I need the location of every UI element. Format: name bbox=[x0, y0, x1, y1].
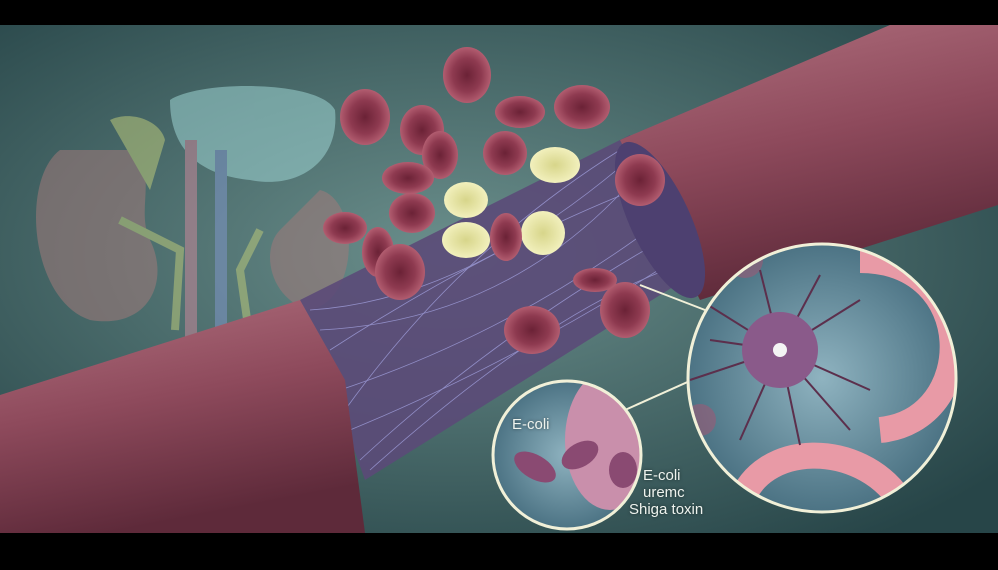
left-kidney bbox=[36, 150, 158, 322]
red-blood-cell bbox=[600, 282, 650, 338]
connector-line bbox=[624, 379, 693, 411]
red-blood-cell bbox=[443, 47, 491, 103]
platelet bbox=[521, 211, 565, 255]
red-blood-cell bbox=[483, 131, 527, 175]
red-blood-cell bbox=[422, 131, 458, 179]
pancreas bbox=[170, 86, 336, 182]
vessel-open-lumen bbox=[300, 135, 700, 480]
caption-ecoli: E-coli bbox=[643, 467, 681, 484]
red-blood-cell bbox=[495, 96, 545, 128]
red-blood-cell bbox=[615, 154, 665, 206]
connector-line bbox=[639, 284, 706, 311]
e-coli-bacterium bbox=[514, 451, 556, 483]
platelet bbox=[530, 147, 580, 183]
red-blood-cell bbox=[382, 162, 434, 194]
red-blood-cell bbox=[323, 212, 367, 244]
e-coli-bacterium bbox=[561, 440, 599, 470]
letterbox-bottom bbox=[0, 533, 998, 570]
red-blood-cell bbox=[554, 85, 610, 129]
e-coli-bacterium bbox=[609, 452, 637, 488]
red-blood-cells bbox=[323, 47, 665, 354]
platelets bbox=[442, 147, 580, 258]
red-blood-cell bbox=[375, 244, 425, 300]
red-blood-cell bbox=[504, 306, 560, 354]
red-blood-cell bbox=[490, 213, 522, 261]
platelet bbox=[444, 182, 488, 218]
red-blood-cell bbox=[389, 193, 435, 233]
caption-uremc: uremc bbox=[643, 484, 685, 501]
platelet bbox=[442, 222, 490, 258]
inset-label: E-coli bbox=[512, 416, 550, 433]
letterbox-top bbox=[0, 0, 998, 25]
vessel-right-segment bbox=[620, 25, 998, 300]
vessel-left-segment bbox=[0, 300, 365, 533]
caption-shiga-toxin: Shiga toxin bbox=[629, 501, 704, 518]
red-blood-cell bbox=[340, 89, 390, 145]
red-blood-cell bbox=[573, 268, 617, 292]
